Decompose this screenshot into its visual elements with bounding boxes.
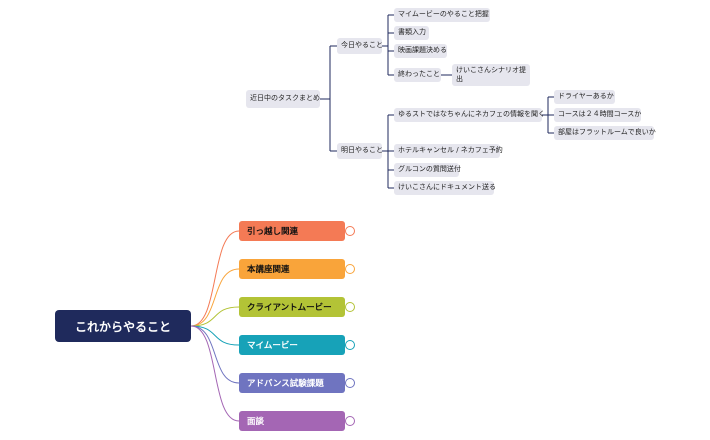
- nekafe-sub-node[interactable]: コースは２４時間コースか: [554, 108, 641, 122]
- today-item-node[interactable]: 書類入力: [394, 26, 429, 40]
- branch-node[interactable]: アドバンス試験課題: [239, 373, 345, 393]
- collapse-toggle-icon[interactable]: [345, 302, 355, 312]
- today-item-node[interactable]: 映画課題決める: [394, 44, 447, 58]
- todo-root-node[interactable]: これからやること: [55, 310, 191, 342]
- branch-node[interactable]: 面談: [239, 411, 345, 431]
- tomorrow-item-node[interactable]: けいこさんにドキュメント送る: [394, 181, 496, 195]
- tomorrow-node[interactable]: 明日やること: [337, 143, 383, 159]
- done-child-node[interactable]: けいこさんシナリオ提出: [452, 64, 530, 86]
- today-node[interactable]: 今日やること: [337, 38, 383, 54]
- branch-node[interactable]: 本講座関連: [239, 259, 345, 279]
- tomorrow-item-node[interactable]: グルコンの質問送付: [394, 163, 461, 177]
- task-summary-root-node[interactable]: 近日中のタスクまとめ: [246, 90, 320, 108]
- collapse-toggle-icon[interactable]: [345, 340, 355, 350]
- branch-node[interactable]: 引っ越し関連: [239, 221, 345, 241]
- done-node[interactable]: 終わったこと: [394, 68, 441, 82]
- today-item-node[interactable]: マイムービーのやること把握: [394, 8, 490, 22]
- collapse-toggle-icon[interactable]: [345, 416, 355, 426]
- branch-node[interactable]: マイムービー: [239, 335, 345, 355]
- collapse-toggle-icon[interactable]: [345, 378, 355, 388]
- tomorrow-item-node[interactable]: ホテルキャンセル / ネカフェ予約: [394, 144, 503, 158]
- branch-node[interactable]: クライアントムービー: [239, 297, 345, 317]
- collapse-toggle-icon[interactable]: [345, 264, 355, 274]
- collapse-toggle-icon[interactable]: [345, 226, 355, 236]
- tomorrow-item-node[interactable]: ゆるストではなちゃんにネカフェの情報を聞く: [394, 108, 545, 122]
- nekafe-sub-node[interactable]: ドライヤーあるか: [554, 90, 615, 104]
- nekafe-sub-node[interactable]: 部屋はフラットルームで良いか: [554, 126, 656, 140]
